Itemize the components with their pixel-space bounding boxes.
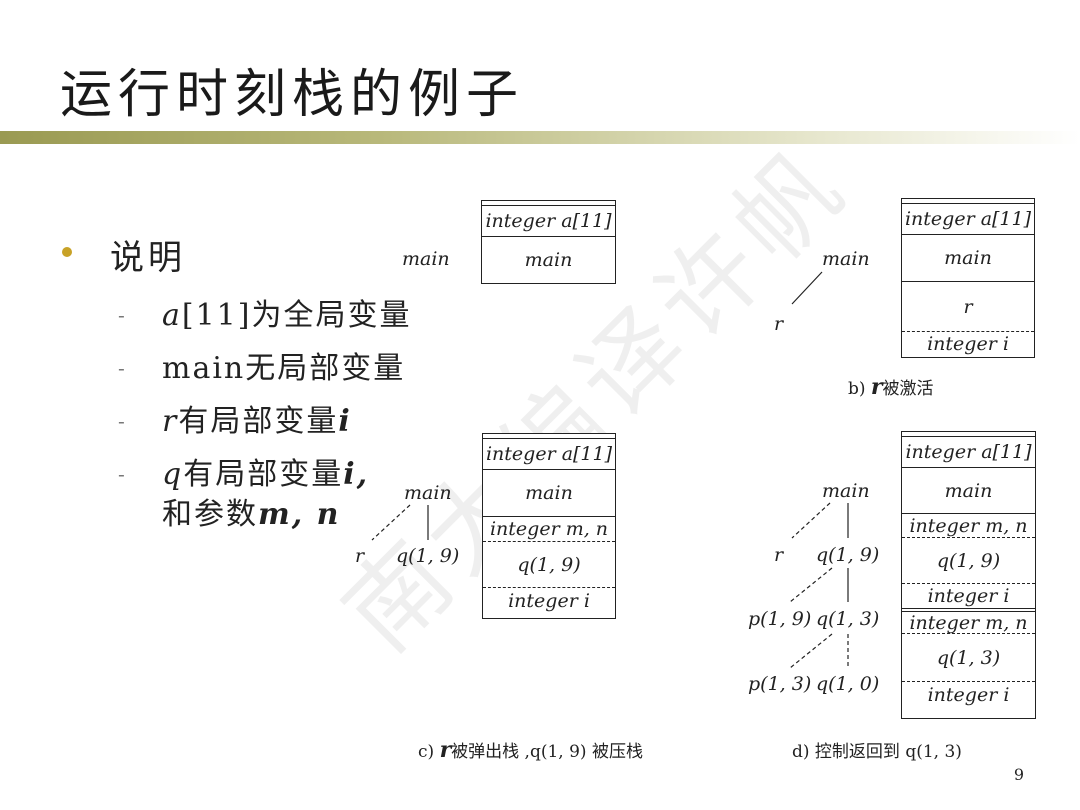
sub-bullet-dash: - [118,356,125,380]
page-title: 运行时刻栈的例子 [60,65,525,125]
tree-node-q13: q(1, 3) [816,608,880,630]
activation-stack-a: integer a[11] main [481,200,616,284]
tree-node-q19: q(1, 9) [396,545,460,567]
stack-cell-local-i: integer i [902,331,1034,356]
tree-node-main: main [822,480,870,502]
sub-bullet-dash: - [118,409,125,433]
page-number: 9 [1013,765,1024,784]
stack-cell-main: main [483,469,615,516]
stack-cell-local-i: integer i [483,587,615,614]
stack-cell-local-i: integer i [902,583,1035,608]
sub-bullet-q: q有局部变量i, [162,457,370,492]
stack-cell-global: integer a[11] [902,203,1034,234]
tree-node-r: r [774,544,784,566]
tree-node-p19: p(1, 9) [748,608,812,630]
stack-cell-r: r [902,281,1034,331]
tree-node-r: r [355,545,365,567]
stack-cell-params: integer m, n [483,516,615,541]
stack-cell-params: integer m, n [902,513,1035,537]
stack-cell-main: main [482,236,615,282]
stack-cell-q19: q(1, 9) [483,541,615,587]
sub-bullet-dash: - [118,303,125,327]
sub-bullet-r: r有局部变量i [162,404,352,439]
stack-cell-q19: q(1, 9) [902,537,1035,583]
stack-cell-local-i: integer i [902,681,1035,707]
stack-cell-params: integer m, n [902,608,1035,634]
sub-bullet-global-a: a[11]为全局变量 [162,298,412,333]
bullet-heading: 说明 [110,238,186,278]
bullet-dot [62,247,72,257]
activation-stack-c: integer a[11] main integer m, n q(1, 9) … [482,433,616,619]
stack-cell-main: main [902,467,1035,513]
title-underline-bar [0,131,1080,144]
stack-cell-main: main [902,234,1034,281]
tree-node-main: main [822,248,870,270]
activation-stack-b: integer a[11] main r integer i [901,198,1035,358]
sub-bullet-q-continuation: 和参数m, n [162,497,341,532]
stack-cell-global: integer a[11] [483,438,615,469]
tree-node-main: main [402,248,450,270]
stack-cell-global: integer a[11] [482,205,615,236]
tree-node-q19: q(1, 9) [816,544,880,566]
tree-node-p13: p(1, 3) [748,673,812,695]
sub-bullet-main: main无局部变量 [162,351,406,386]
sub-bullet-dash: - [118,462,125,486]
caption-c: c) r被弹出栈 ,q(1, 9) 被压栈 [418,737,643,763]
activation-stack-d: integer a[11] main integer m, n q(1, 9) … [901,431,1036,719]
tree-node-main: main [404,482,452,504]
caption-d: d) 控制返回到 q(1, 3) [792,742,962,762]
tree-node-q10: q(1, 0) [816,673,880,695]
caption-b: b) r被激活 [848,374,934,400]
stack-cell-q13: q(1, 3) [902,633,1035,681]
tree-node-r: r [774,313,784,335]
stack-cell-global: integer a[11] [902,436,1035,467]
